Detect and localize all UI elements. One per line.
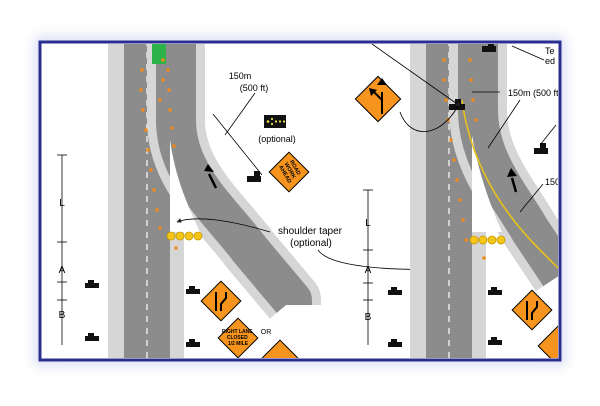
vehicle-icon [488,287,502,295]
dim-label-b: B [59,310,66,321]
vehicle-icon [488,337,502,345]
right-dimension-line [363,189,373,345]
right-cones [442,58,486,260]
dim-label-a-right: A [365,265,372,276]
right-truck-leader [539,124,557,146]
shoulder-taper-label: shoulder taper [278,226,343,237]
merge-arrowhead-icon [377,78,387,85]
diagram-content: L A B 150m (500 ft) [57,44,562,358]
merge-arrow-icon [373,91,383,114]
right-distance-leader-2 [487,99,521,149]
left-cones [139,58,178,250]
right-taper-barrels [469,235,506,245]
right-distance-partial-leader [519,183,544,213]
left-distance-leader [224,92,256,136]
right-lane-closed-text: RIGHT LANE CLOSED 1/2 MILE [222,329,254,347]
merge-sign [354,75,402,123]
right-ramp [458,44,558,287]
vehicle-icon [85,280,99,288]
dim-label-l: L [59,198,65,209]
right-lane-closed-sign-right [537,325,558,358]
lane-ends-symbol-right-icon [526,301,538,320]
dim-label-b-right: B [365,312,372,323]
road-work-ahead-sign [268,151,310,193]
right-text-partial-1: Te [545,46,555,56]
left-right-shoulder [170,232,184,358]
left-distance-ft-label: (500 ft) [240,83,269,93]
alt-sign-partial [259,339,301,358]
merge-leader [399,105,459,132]
shoulder-taper-optional-label: (optional) [290,238,332,249]
vehicle-icon [388,287,402,295]
lane-ends-sign-left [200,280,242,322]
left-ramp [156,44,312,320]
right-shoulder-outer [410,44,426,358]
vehicle-icon [186,339,200,347]
or-label: OR [261,329,272,336]
right-caution-line [461,99,558,270]
rlc-line-2: CLOSED [227,335,248,341]
left-gore [170,140,200,232]
right-gore [472,135,502,232]
taper-leader-left [176,218,271,233]
right-distance-label: 150m (500 ft) [508,88,562,98]
work-truck-icon [247,171,261,182]
right-right-shoulder [472,232,486,358]
left-dimension-line [57,154,67,345]
lane-ends-sign-right [511,289,553,331]
dim-label-a: A [59,265,66,276]
vehicle-icon [388,339,402,347]
work-truck-icon [534,143,548,154]
vehicle-icon [85,333,99,341]
arrow-board-icon [264,115,286,128]
right-lane-closed-sign [217,317,259,358]
top-leader [371,44,461,107]
left-panel: L A B 150m (500 ft) [57,44,321,358]
left-taper-barrels [166,231,203,241]
right-text-partial-2: ed [545,56,555,66]
right-panel: L A B [354,44,562,358]
left-distance-span [212,113,263,176]
lane-ends-symbol-icon [215,292,227,311]
left-ramp-direction-arrow-icon [204,164,218,189]
dim-label-l-right: L [365,218,371,229]
left-distance-label: 150m [229,71,252,81]
right-text-leader [511,45,545,61]
frame-border [38,40,562,362]
rlc-line-3: 1/2 MILE [228,341,249,347]
rlc-line-1: RIGHT LANE [222,329,253,335]
right-ramp-direction-arrow-icon [507,168,518,193]
vehicle-icon [186,286,200,294]
arrow-board-optional-label: (optional) [258,134,296,144]
right-distance-partial: 150 [545,177,560,187]
left-vehicles [85,280,200,347]
merge-arrowhead-left-icon [369,88,377,96]
left-shoulder-outer [108,44,124,358]
work-truck-icon [482,44,496,52]
